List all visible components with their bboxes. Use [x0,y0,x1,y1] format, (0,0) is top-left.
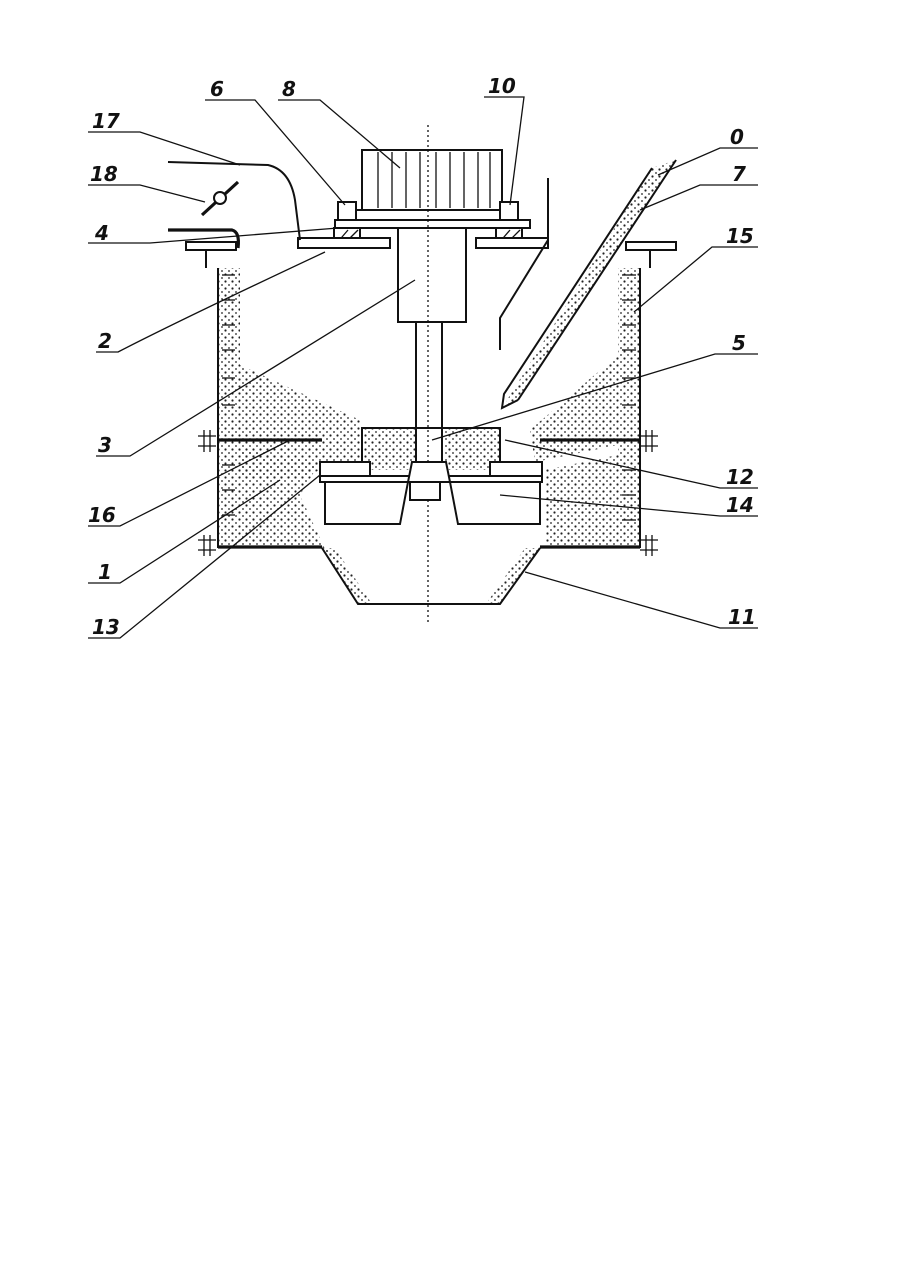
callout-18: 18 [90,162,118,186]
callout-15: 15 [726,224,754,248]
callout-13: 13 [92,615,120,639]
right-mid-bolt [640,430,658,452]
callout-14: 14 [726,493,754,517]
leader-18 [88,185,205,202]
left-wall-fill [218,268,240,545]
callout-4: 4 [94,221,109,245]
right-lower-fill [545,455,618,548]
callout-3: 3 [98,433,112,457]
hose-assembly [168,162,300,248]
chute-fill [502,160,676,408]
right-slope-fill [530,355,618,462]
left-top-flange [186,242,236,250]
callout-7: 7 [732,162,746,186]
motor-flange [355,210,510,220]
hose-17 [168,162,300,240]
callout-10: 10 [488,74,516,98]
chute-outer [518,160,676,400]
bearing-housing [398,228,466,322]
callout-2: 2 [98,329,112,353]
motor-body [362,150,502,210]
callout-6: 6 [210,77,224,101]
callout-1: 1 [98,560,112,584]
left-bottom-bolt [198,535,216,556]
right-bottom-bolt [640,535,658,556]
left-mid-bolt [198,430,216,452]
shaft [416,322,442,482]
left-bolt-6 [338,202,356,220]
callout-8: 8 [282,77,296,101]
shaft-nut [410,482,440,500]
leader-17 [88,132,240,165]
cone-fill-right [486,548,540,604]
leader-15 [634,247,758,312]
impeller-blade-left [325,482,408,524]
right-bolt-10 [500,202,518,220]
motor-base-plate [335,220,530,228]
shaft-collar [408,462,450,482]
lid-right [476,238,548,248]
callout-11: 11 [728,605,756,629]
callout-5: 5 [732,331,746,355]
leader-6 [205,100,345,205]
lid-left [298,238,390,248]
callout-0: 0 [730,125,744,149]
valve-18 [202,182,238,215]
right-top-flange [626,242,676,250]
callout-16: 16 [88,503,116,527]
impeller-blade-right [450,482,540,524]
callout-12: 12 [726,465,754,489]
leader-11 [525,572,758,628]
leader-2 [96,252,325,352]
callout-17: 17 [92,109,120,133]
cone-fill [322,548,372,604]
